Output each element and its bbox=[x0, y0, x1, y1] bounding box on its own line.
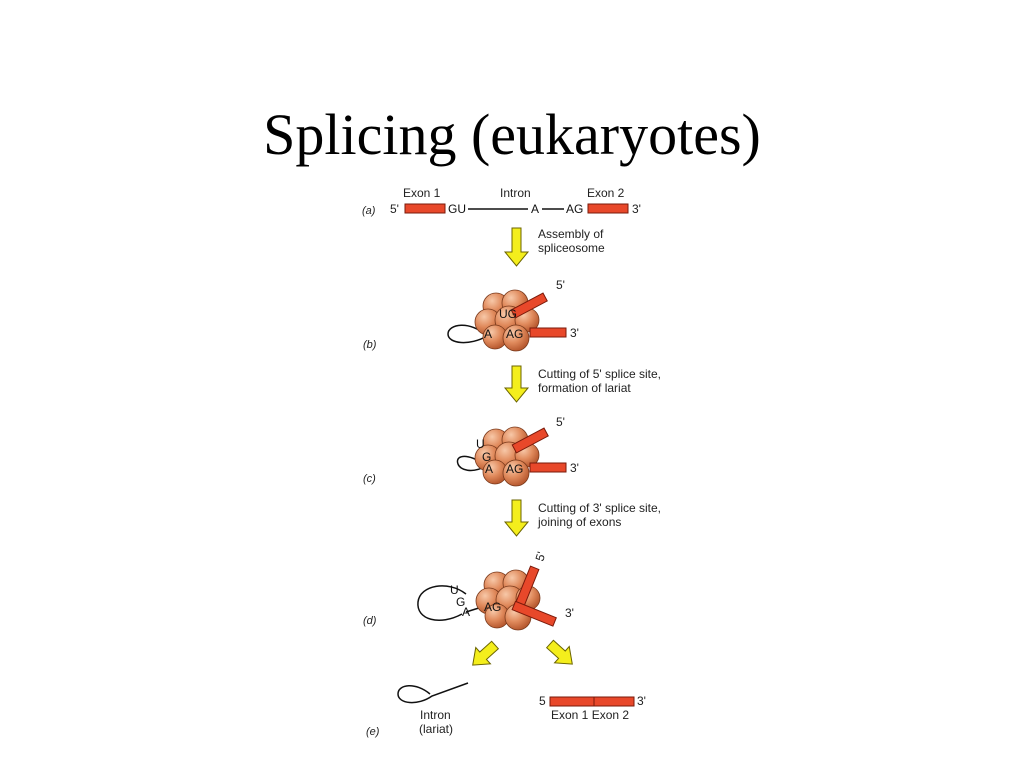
g-label: G bbox=[482, 450, 491, 464]
step-3: Cutting of 3' splice site, joining of ex… bbox=[503, 499, 661, 537]
lariat-intron bbox=[397, 682, 469, 704]
exon2-bar bbox=[511, 600, 557, 627]
step-1-line-1: Assembly of bbox=[538, 227, 604, 241]
lariat-loop bbox=[456, 455, 487, 472]
exon1-bar bbox=[549, 696, 595, 707]
panel-e: (e) Intron (lariat) 5 3' Exon 1 Exon 2 bbox=[366, 682, 646, 738]
u-label: U bbox=[450, 583, 459, 597]
ag-label: AG bbox=[484, 600, 501, 614]
exon2-bar bbox=[529, 327, 567, 338]
ag-label: AG bbox=[566, 202, 583, 216]
branch-a-label: A bbox=[484, 327, 492, 341]
g-label: G bbox=[456, 595, 465, 609]
u-label: U bbox=[476, 437, 485, 451]
three-prime-label: 3' bbox=[632, 202, 641, 216]
joined-exons-label: Exon 1 Exon 2 bbox=[551, 708, 629, 722]
panel-b: (b) UG A AG 5' 3' bbox=[363, 278, 579, 352]
step-2-line-1: Cutting of 5' splice site, bbox=[538, 367, 661, 381]
five-prime-label: 5' bbox=[390, 202, 399, 216]
five-prime-label: 5' bbox=[556, 278, 565, 292]
down-arrow-icon bbox=[503, 499, 530, 537]
gu-label: GU bbox=[448, 202, 466, 216]
exon1-bar bbox=[510, 292, 548, 319]
step-1: Assembly of spliceosome bbox=[503, 227, 605, 267]
panel-a-tag: (a) bbox=[362, 205, 376, 217]
branch-a-label: A bbox=[462, 605, 470, 619]
step-1-line-2: spliceosome bbox=[538, 241, 605, 255]
panel-b-tag: (b) bbox=[363, 339, 377, 351]
lariat-loop bbox=[417, 585, 467, 621]
exon1-bar bbox=[404, 203, 446, 214]
step-3-line-1: Cutting of 3' splice site, bbox=[538, 501, 661, 515]
spliceosome-icon bbox=[474, 426, 540, 487]
panel-a: (a) Exon 1 Intron Exon 2 5' GU A AG 3' bbox=[362, 186, 641, 217]
five-prime-label: 5 bbox=[539, 694, 546, 708]
ug-label: UG bbox=[499, 307, 517, 321]
down-arrow-icon bbox=[503, 365, 530, 403]
down-right-arrow-icon bbox=[545, 639, 573, 665]
exon2-bar bbox=[587, 203, 629, 214]
exon2-bar bbox=[529, 462, 567, 473]
down-left-arrow-icon bbox=[472, 640, 500, 666]
intron-label: Intron bbox=[500, 186, 531, 200]
three-prime-label: 3' bbox=[637, 694, 646, 708]
panel-c-tag: (c) bbox=[363, 473, 376, 485]
three-prime-label: 3' bbox=[565, 606, 574, 620]
down-arrow-icon bbox=[503, 227, 530, 267]
panel-c: (c) U G A AG 5' 3' bbox=[363, 415, 579, 487]
exon1-bar bbox=[511, 427, 549, 454]
five-prime-label: 5' bbox=[556, 415, 565, 429]
slide-title: Splicing (eukaryotes) bbox=[263, 102, 761, 167]
panel-d-tag: (d) bbox=[363, 615, 377, 627]
three-prime-label: 3' bbox=[570, 326, 579, 340]
ag-label: AG bbox=[506, 462, 523, 476]
panel-d: (d) U G A AG 5' 3' bbox=[363, 550, 574, 631]
five-prime-label: 5' bbox=[533, 550, 549, 563]
panel-e-tag: (e) bbox=[366, 726, 380, 738]
intron-loop bbox=[447, 324, 488, 344]
branch-a-label: A bbox=[531, 202, 539, 216]
branch-a-label: A bbox=[485, 462, 493, 476]
exon2-bar bbox=[593, 696, 635, 707]
step-2-line-2: formation of lariat bbox=[538, 381, 631, 395]
three-prime-label: 3' bbox=[570, 461, 579, 475]
ag-label: AG bbox=[506, 327, 523, 341]
step-2: Cutting of 5' splice site, formation of … bbox=[503, 365, 661, 403]
exon1-label: Exon 1 bbox=[403, 186, 441, 200]
step-3-line-2: joining of exons bbox=[537, 515, 621, 529]
exon2-label: Exon 2 bbox=[587, 186, 625, 200]
lariat-label: (lariat) bbox=[419, 722, 453, 736]
intron-label: Intron bbox=[420, 708, 451, 722]
